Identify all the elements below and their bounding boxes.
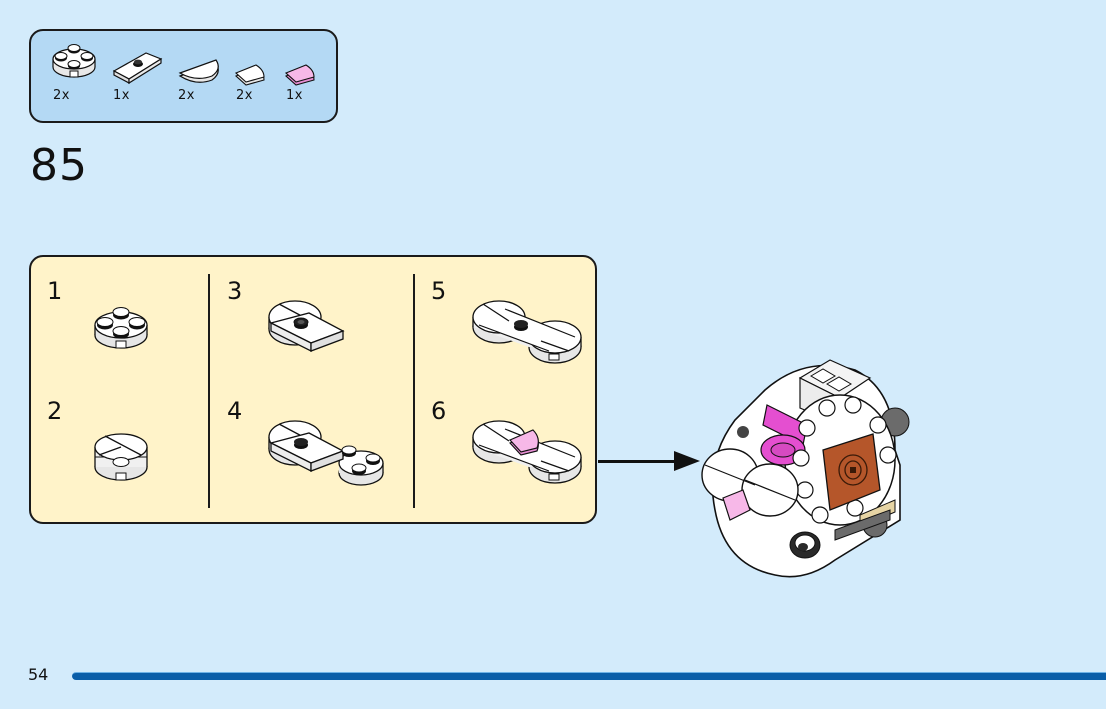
part-quarter-round-tile-pink: 1x [284,31,344,121]
part-half-round-tile: 2x [176,31,236,121]
substep-1: 1 [47,277,217,397]
part-qty: 1x [286,88,303,103]
substep-number: 1 [47,277,63,305]
column-divider [413,274,415,508]
substep-5: 5 [431,277,601,397]
substep-4-illustration [268,420,384,486]
part-qty: 2x [236,88,253,103]
substep-6: 6 [431,397,601,517]
substep-5-illustration [472,300,582,364]
column-divider [208,274,210,508]
substep-number: 6 [431,397,447,425]
substep-number: 5 [431,277,447,305]
part-quarter-round-tile-white: 2x [234,31,294,121]
quarter-tile-white-icon [234,64,265,86]
parts-list-callout: 2x 1x 2x 2x 1x [29,29,338,123]
jumper-plate-icon [112,52,163,85]
part-qty: 2x [178,88,195,103]
substep-4: 4 [227,397,397,517]
part-plate-1x2-jumper: 1x [111,31,171,121]
substep-1-illustration [94,307,148,349]
page-bar [72,672,1106,680]
part-round-plate-2x2: 2x [49,31,109,121]
substep-3-illustration [268,300,345,353]
assembled-model-illustration [701,359,910,578]
arrow-line [598,460,678,463]
substep-number: 4 [227,397,243,425]
substep-6-illustration [472,420,582,484]
substeps-panel: 1 2 3 [29,255,597,524]
step-number: 85 [30,140,88,191]
half-round-tile-icon [178,59,219,83]
substep-2: 2 [47,397,217,517]
round-plate-2x2-icon [52,44,96,78]
substep-number: 2 [47,397,63,425]
part-qty: 2x [53,88,70,103]
substep-2-illustration [94,433,148,481]
page-number: 54 [28,665,49,684]
substep-3: 3 [227,277,397,397]
arrow-head-icon [674,451,700,471]
substep-number: 3 [227,277,243,305]
quarter-tile-pink-icon [284,64,315,86]
part-qty: 1x [113,88,130,103]
